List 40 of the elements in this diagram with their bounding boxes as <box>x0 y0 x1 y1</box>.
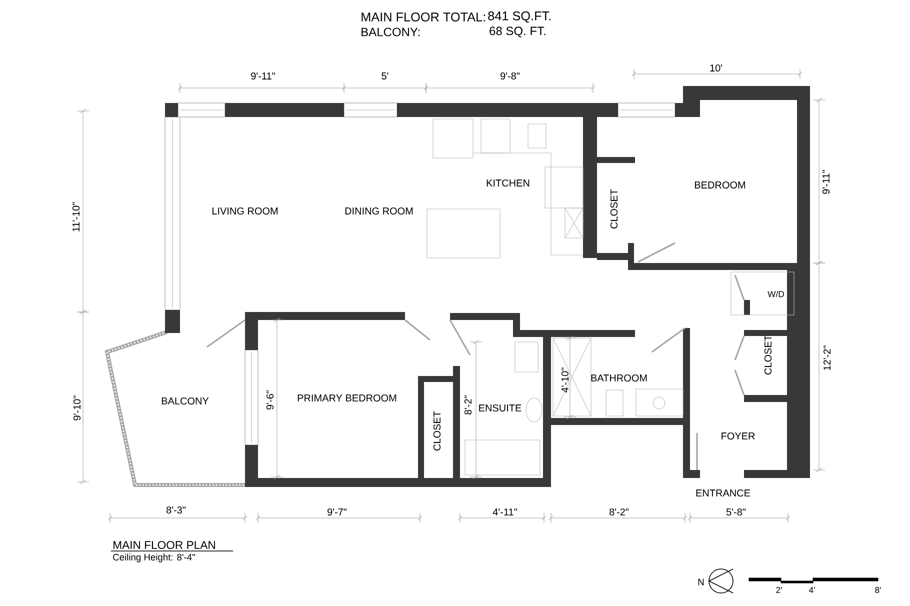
plan-title: MAIN FLOOR PLAN <box>114 541 215 549</box>
area-value: 68 SQ. FT. <box>490 26 546 38</box>
dimension-label: 11'-10" <box>72 202 80 232</box>
dimension-label: 9'-11" <box>251 72 275 80</box>
dimension-label: 9'-11" <box>822 170 830 194</box>
dimension-label: 12'-2" <box>824 346 830 370</box>
room-label: CLOSET <box>610 189 618 228</box>
room-label: LIVING ROOM <box>212 207 278 215</box>
dimension-label: 4'-11" <box>492 508 517 516</box>
dimension-label: 9'-7" <box>328 508 347 516</box>
dimension-label: 8'-3" <box>166 506 186 514</box>
dimension-label: 5'-8" <box>726 508 746 516</box>
room-label: KITCHEN <box>486 179 530 187</box>
room-label: ENTRANCE <box>696 489 750 497</box>
dimension-label: 4'-10" <box>561 368 569 392</box>
room-label: DINING ROOM <box>345 207 413 215</box>
area-label: BALCONY: <box>362 28 420 36</box>
dimension-label: 8'-2" <box>464 395 472 414</box>
appliance-label: W/D <box>768 290 784 298</box>
dimension-label: 9'-8" <box>500 72 520 80</box>
dimension-label: 10' <box>710 64 722 72</box>
dimension-label: 9'-6" <box>266 390 274 410</box>
dimension-label: 5' <box>382 72 388 80</box>
room-label: PRIMARY BEDROOM <box>298 394 396 402</box>
room-label: ENSUITE <box>479 404 522 412</box>
dimension-label: 8'-2" <box>609 508 629 516</box>
scale-label: 4' <box>808 587 815 593</box>
room-label: BEDROOM <box>694 181 746 189</box>
room-label: CLOSET <box>764 335 772 374</box>
area-label: MAIN FLOOR TOTAL: <box>362 12 485 22</box>
room-label: BALCONY <box>162 397 209 405</box>
room-label: FOYER <box>722 432 755 440</box>
dimension-label: 9'-10" <box>73 396 81 420</box>
ceiling-height-note: Ceiling Height: 8'-4" <box>113 554 195 562</box>
scale-label: 2' <box>776 586 782 594</box>
room-label: BATHROOM <box>591 374 647 382</box>
room-label: CLOSET <box>433 411 441 450</box>
area-value: 841 SQ.FT. <box>488 11 551 23</box>
north-label: N <box>698 578 704 586</box>
scale-label: 8' <box>875 586 881 594</box>
